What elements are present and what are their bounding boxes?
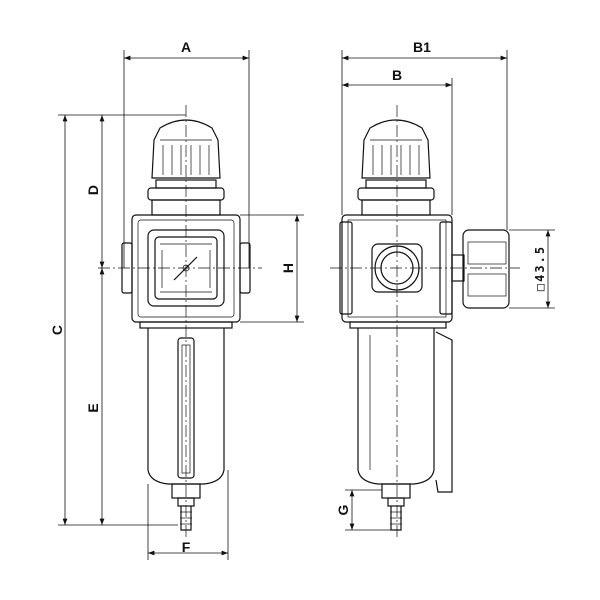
dim-label-g: G — [335, 504, 351, 515]
sight-glass — [177, 337, 195, 479]
dim-label-d: D — [85, 185, 101, 195]
side-view — [330, 105, 520, 540]
front-view — [98, 105, 262, 540]
dim-label-square: □43.5 — [533, 245, 547, 291]
dim-label-f: F — [182, 539, 191, 555]
dimensions — [58, 50, 555, 560]
dim-label-h: H — [280, 263, 296, 273]
gauge-knob — [462, 229, 510, 309]
dim-label-b1: B1 — [413, 39, 431, 55]
adjust-knob-front — [151, 119, 221, 179]
adjust-knob-side — [361, 119, 431, 179]
bowl-side — [357, 328, 435, 485]
dim-label-e: E — [85, 403, 101, 412]
dim-label-b: B — [392, 67, 402, 83]
dim-label-c: C — [49, 325, 65, 335]
dim-label-a: A — [181, 39, 191, 55]
